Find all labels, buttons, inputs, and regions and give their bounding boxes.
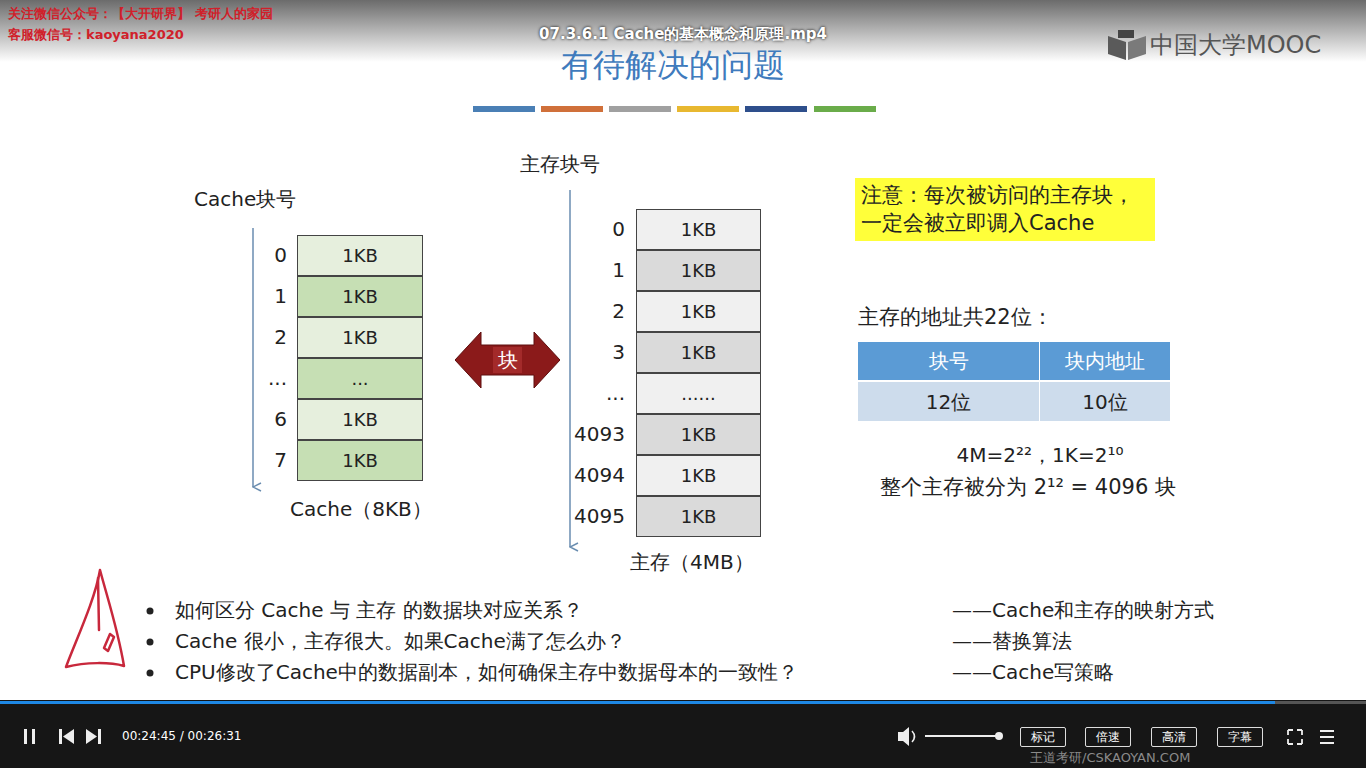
- memory-block-cell: 1KB: [636, 250, 761, 291]
- table-cell: 12位: [858, 382, 1039, 421]
- button-text: 倍速: [1096, 729, 1120, 745]
- table-cell: 10位: [1040, 382, 1170, 421]
- cell-text: 1KB: [681, 506, 717, 527]
- block-double-arrow: 块: [455, 332, 560, 388]
- memory-block-cell: 1KB: [636, 332, 761, 373]
- player-icons: [24, 727, 1334, 746]
- cell-text: 1KB: [681, 342, 717, 363]
- bullet-text: 如何区分 Cache 与 主存 的数据块对应关系？: [175, 598, 583, 622]
- axis-title: 主存块号: [520, 152, 600, 176]
- caption-text: 主存（4MB）: [630, 550, 754, 574]
- memory-block-cell: ......: [636, 373, 761, 414]
- logo-text: 中国大学MOOC: [1150, 31, 1321, 60]
- memory-axis: [569, 190, 571, 547]
- formula-text: 4M=2²²，1K=2¹⁰: [957, 443, 1124, 467]
- cell-text: 1KB: [681, 301, 717, 322]
- cell-text: ...: [351, 368, 368, 389]
- cell-text: 1KB: [681, 465, 717, 486]
- block-number: 0: [274, 243, 287, 267]
- button-text: 标记: [1031, 729, 1055, 745]
- bullet-answer: ——Cache写策略: [952, 660, 1114, 684]
- cell-text: 1KB: [681, 219, 717, 240]
- block-number: ...: [268, 366, 287, 390]
- player-button: 高清: [1151, 727, 1197, 747]
- block-number: 4094: [574, 463, 625, 487]
- cell-text: 1KB: [681, 260, 717, 281]
- caption-text: Cache（8KB）: [290, 497, 432, 521]
- block-number: 3: [612, 340, 625, 364]
- memory-block-cell: 1KB: [636, 496, 761, 537]
- cache-block-cell: 1KB: [297, 276, 423, 317]
- block-number: 7: [274, 448, 287, 472]
- cache-block-cell: ...: [297, 358, 423, 399]
- title-color-bars: [473, 106, 876, 112]
- block-number: 4095: [574, 504, 625, 528]
- hand-drawn-mark: [66, 570, 124, 667]
- cell-text: 1KB: [681, 424, 717, 445]
- button-text: 高清: [1162, 729, 1186, 745]
- block-number: 0: [612, 217, 625, 241]
- progress-fill: [0, 701, 1275, 704]
- note-text: 注意：每次被访问的主存块，一定会被立即调入Cache: [861, 181, 1149, 238]
- memory-block-cell: 1KB: [636, 414, 761, 455]
- slide-title: 有待解决的问题: [561, 44, 785, 88]
- time-display: 00:24:45 / 00:26:31: [122, 729, 241, 743]
- watermark-text: 关注微信公众号：【大开研界】 考研人的家园: [8, 6, 273, 22]
- cache-block-cell: 1KB: [297, 317, 423, 358]
- formula-text: 整个主存被分为 2¹² = 4096 块: [880, 475, 1176, 500]
- cell-text: 块: [498, 347, 518, 374]
- bullet-dots: [147, 608, 154, 677]
- block-number: 1: [274, 284, 287, 308]
- mooc-logo-icon: [1108, 30, 1146, 60]
- button-text: 字幕: [1228, 729, 1252, 745]
- cell-text: 1KB: [342, 450, 378, 471]
- axis-title: Cache块号: [194, 187, 296, 211]
- player-button: 字幕: [1217, 727, 1263, 747]
- table-header-cell: 块号: [858, 342, 1039, 380]
- progress-track: [0, 701, 1366, 704]
- cell-text: 1KB: [342, 245, 378, 266]
- cache-block-cell: 1KB: [297, 440, 423, 481]
- bullet-answer: ——Cache和主存的映射方式: [952, 598, 1214, 622]
- block-number: 2: [612, 299, 625, 323]
- memory-block-cell: 1KB: [636, 209, 761, 250]
- cache-block-cell: 1KB: [297, 235, 423, 276]
- watermark-text: 客服微信号：kaoyana2020: [8, 27, 184, 43]
- info-text: 主存的地址共22位：: [858, 305, 1053, 330]
- block-number: 1: [612, 258, 625, 282]
- player-button: 标记: [1020, 727, 1066, 747]
- block-number: ...: [606, 381, 625, 405]
- cache-block-cell: 1KB: [297, 399, 423, 440]
- highlight-note: 注意：每次被访问的主存块，一定会被立即调入Cache: [855, 178, 1155, 241]
- table-header-cell: 块内地址: [1040, 342, 1170, 380]
- cache-axis: [252, 228, 254, 487]
- memory-block-cell: 1KB: [636, 455, 761, 496]
- player-bar: [0, 700, 1366, 768]
- bullet-text: CPU修改了Cache中的数据副本，如何确保主存中数据母本的一致性？: [175, 660, 798, 684]
- bullet-answer: ——替换算法: [952, 629, 1072, 653]
- block-number: 4093: [574, 422, 625, 446]
- block-number: 6: [274, 407, 287, 431]
- cell-text: 1KB: [342, 409, 378, 430]
- cell-text: 1KB: [342, 327, 378, 348]
- bullet-text: Cache 很小，主存很大。如果Cache满了怎么办？: [175, 629, 626, 653]
- memory-block-cell: 1KB: [636, 291, 761, 332]
- cell-text: 1KB: [342, 286, 378, 307]
- block-number: 2: [274, 325, 287, 349]
- watermark-text: 王道考研/CSKAOYAN.COM: [1030, 750, 1190, 766]
- video-title: 07.3.6.1 Cache的基本概念和原理.mp4: [539, 25, 827, 43]
- cell-text: ......: [681, 383, 715, 404]
- player-button: 倍速: [1085, 727, 1131, 747]
